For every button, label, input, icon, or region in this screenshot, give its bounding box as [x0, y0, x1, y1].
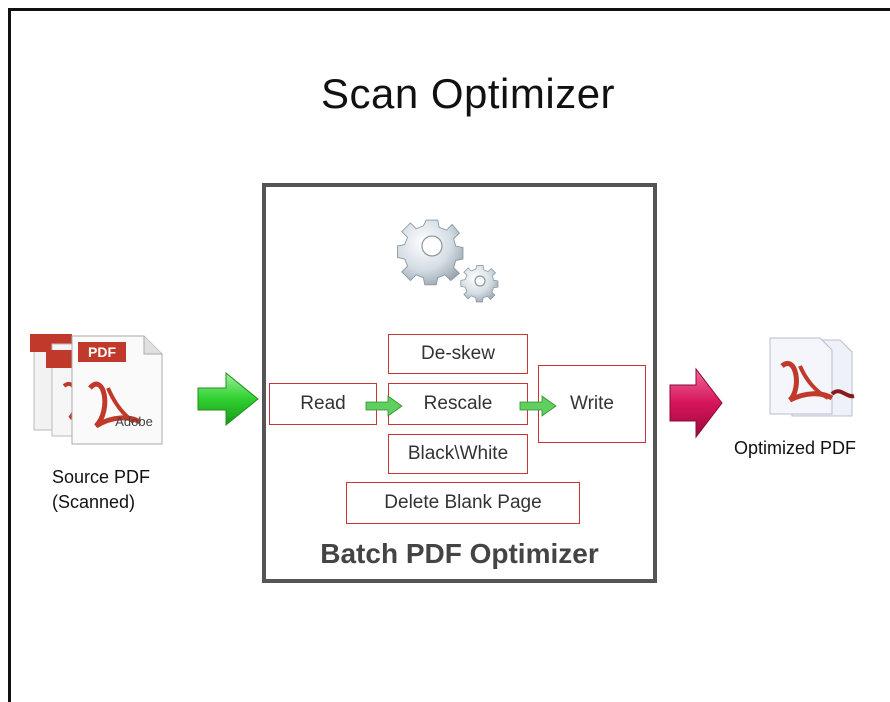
svg-text:Adobe: Adobe [115, 414, 153, 429]
diagram-title: Scan Optimizer [320, 70, 616, 117]
step-rescale: Rescale [388, 383, 528, 425]
svg-text:PDF: PDF [88, 344, 116, 360]
gears-icon [380, 204, 510, 308]
diagram-frame [8, 8, 890, 702]
magenta-arrow-icon [668, 367, 724, 439]
optimized-pdf-label: Optimized PDF [734, 438, 857, 458]
source-label-line2: (Scanned) [52, 492, 136, 512]
step-delete-blank-page: Delete Blank Page [346, 482, 580, 524]
step-black-white: Black\White [388, 434, 528, 474]
step-read: Read [269, 383, 377, 425]
batch-optimizer-label: Batch PDF Optimizer [320, 538, 599, 569]
green-arrow-icon [196, 371, 260, 427]
source-pdf-label: Source PDF (Scanned) [52, 465, 182, 515]
source-label-line1: Source PDF [52, 467, 151, 487]
step-write: Write [538, 365, 646, 443]
step-deskew: De-skew [388, 334, 528, 374]
stacked-pdf-icon: PDF Adobe [24, 326, 184, 446]
optimized-pdf-icon [762, 336, 862, 422]
read-to-rescale-arrow-icon [364, 395, 404, 417]
rescale-to-write-arrow-icon [518, 395, 558, 417]
